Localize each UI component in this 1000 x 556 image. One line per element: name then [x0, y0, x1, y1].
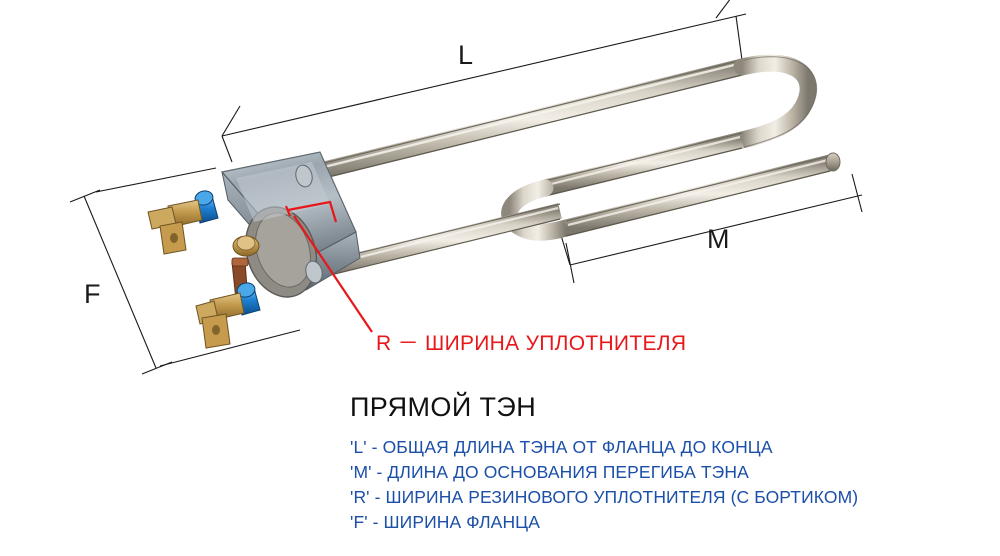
legend-line-m: 'M' - ДЛИНА ДО ОСНОВАНИЯ ПЕРЕГИБА ТЭНА — [350, 461, 749, 482]
flange-bolt — [232, 235, 260, 257]
diagram-title: ПРЯМОЙ ТЭН — [350, 392, 537, 422]
r-callout-leader — [284, 200, 373, 333]
caption-block: ПРЯМОЙ ТЭН 'L' - ОБЩАЯ ДЛИНА ТЭНА ОТ ФЛА… — [350, 392, 970, 534]
legend-line-f: 'F' - ШИРИНА ФЛАНЦА — [350, 511, 540, 532]
dimension-label-F: F — [84, 279, 101, 309]
dimension-label-M: M — [707, 224, 730, 254]
dimension-label-L: L — [458, 40, 474, 70]
tube-assembly — [297, 54, 841, 281]
terminal-lower — [195, 282, 261, 349]
r-callout-text: R － ШИРИНА УПЛОТНИТЕЛЯ — [376, 332, 687, 355]
flange-assembly — [147, 151, 361, 349]
dimension-lines — [69, 0, 863, 375]
terminal-upper — [147, 190, 219, 255]
legend-line-l: 'L' - ОБЩАЯ ДЛИНА ТЭНА ОТ ФЛАНЦА ДО КОНЦ… — [350, 437, 773, 457]
legend-line-r: 'R' - ШИРИНА РЕЗИНОВОГО УПЛОТНИТЕЛЯ (С Б… — [350, 486, 859, 507]
